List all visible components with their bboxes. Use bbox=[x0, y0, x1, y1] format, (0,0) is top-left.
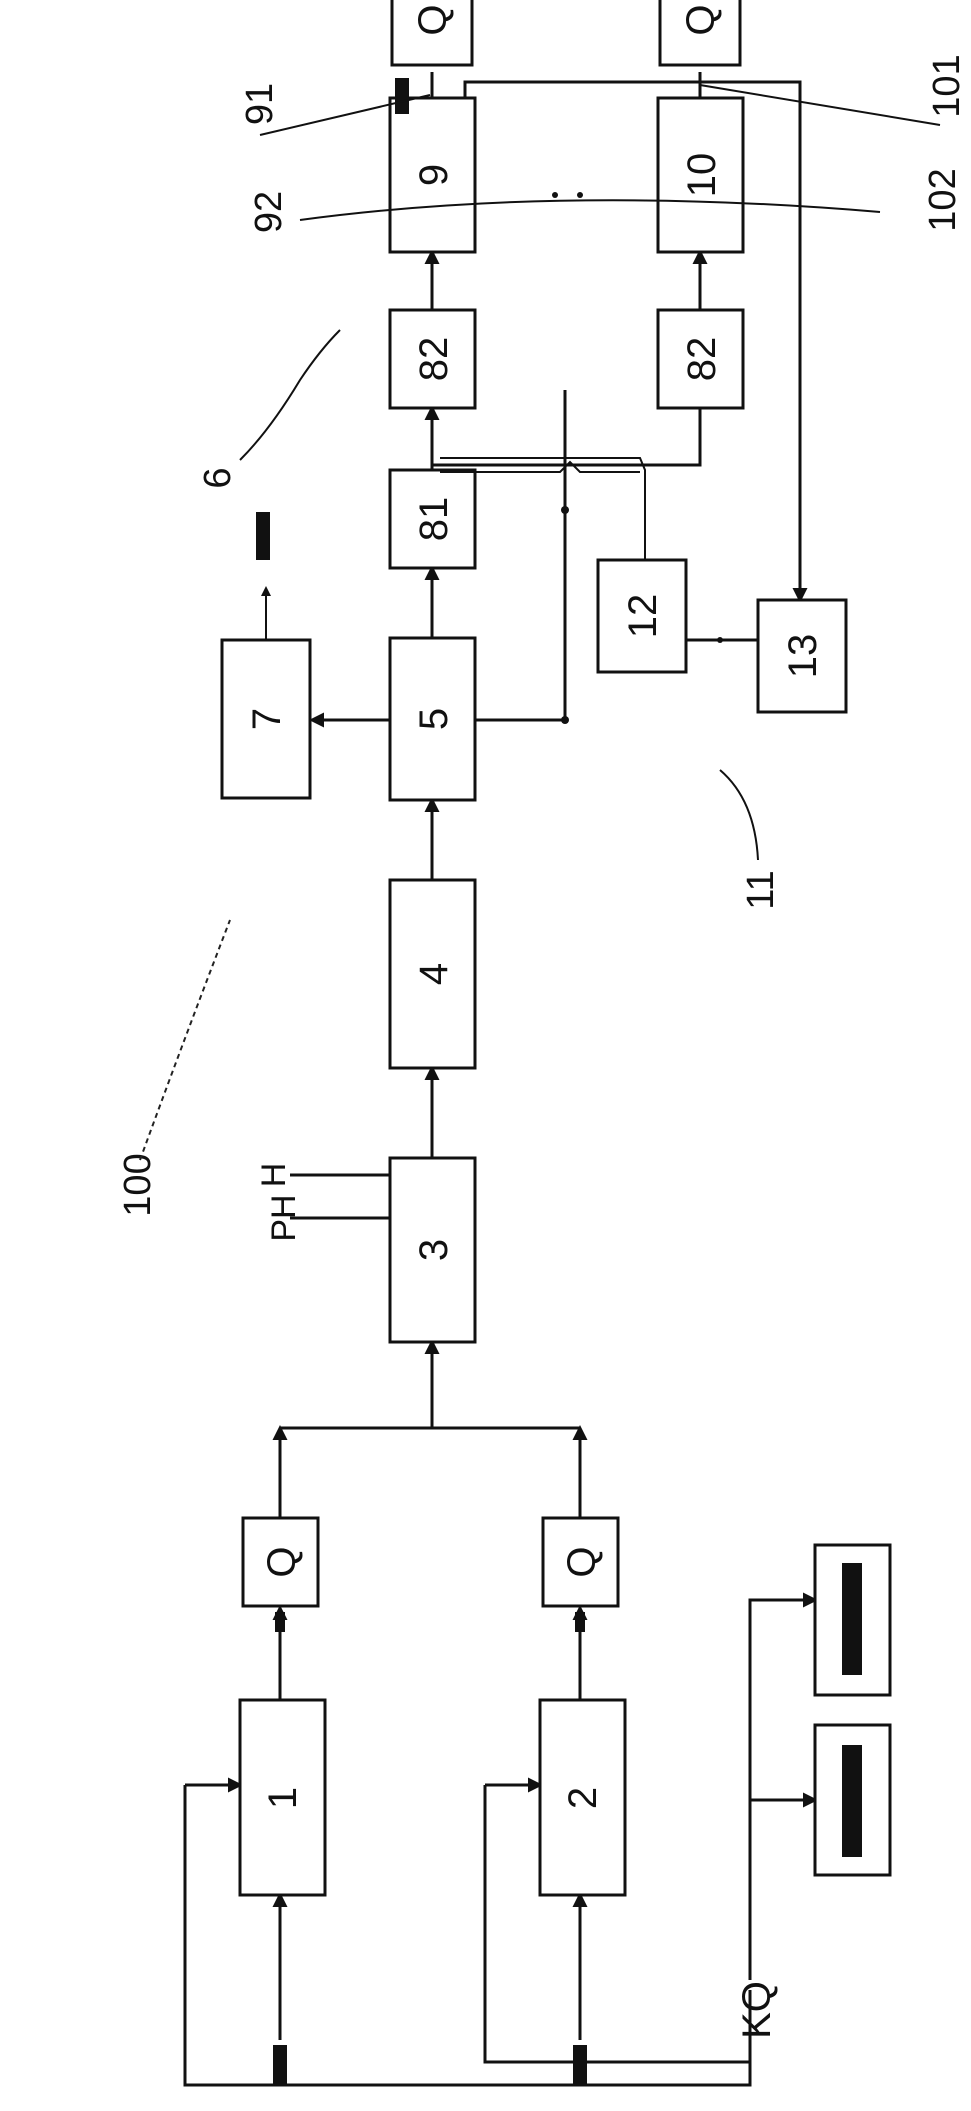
unit-12-box bbox=[596, 558, 688, 674]
flow-mark-1 bbox=[275, 1612, 285, 1632]
q-box-4 bbox=[658, 0, 742, 67]
cross-line-1 bbox=[432, 408, 702, 467]
unit-9-label: 9 bbox=[412, 164, 456, 186]
ref-6-leader bbox=[239, 329, 341, 461]
flow-mark-2 bbox=[575, 1612, 585, 1632]
sensor-box-1-text bbox=[842, 1745, 862, 1857]
ref-101: 101 bbox=[926, 54, 968, 117]
unit-10-box bbox=[656, 96, 745, 254]
unit-3-label: 3 bbox=[412, 1239, 456, 1261]
cross-line-2 bbox=[440, 457, 646, 560]
loop-line-outer bbox=[183, 1785, 752, 2087]
unit-10-label: 10 bbox=[680, 153, 724, 198]
unit-7-label: 7 bbox=[245, 708, 289, 730]
kq-label: KQ bbox=[735, 1981, 779, 2039]
input-text-2 bbox=[573, 2045, 587, 2085]
mid-line-92-102 bbox=[299, 199, 881, 221]
unit-5-label: 5 bbox=[412, 708, 456, 730]
sensor-box-2-text bbox=[842, 1563, 862, 1675]
kq-line bbox=[748, 1598, 780, 1980]
unit-1-label: 1 bbox=[261, 1787, 305, 1809]
ref-100-leader bbox=[139, 919, 231, 1161]
unit-13-label: 13 bbox=[781, 634, 825, 679]
ref-101-leader bbox=[699, 84, 941, 126]
ref-91: 91 bbox=[239, 83, 281, 125]
q-box-3 bbox=[390, 0, 474, 67]
unit-7-box bbox=[220, 638, 312, 800]
loop-line-inner bbox=[483, 1785, 750, 2064]
unit-82a-label: 82 bbox=[412, 337, 456, 382]
unit-7-output-text bbox=[256, 512, 270, 560]
unit-9-tag bbox=[395, 78, 409, 114]
unit-81-label: 81 bbox=[412, 497, 456, 542]
cross-line-3 bbox=[440, 460, 640, 473]
input-text-1 bbox=[273, 2045, 287, 2085]
q-box-2-label: Q bbox=[560, 1546, 604, 1577]
unit-2-box bbox=[538, 1698, 627, 1897]
unit-2-label: 2 bbox=[561, 1787, 605, 1809]
q-box-3-label: Q bbox=[411, 4, 455, 35]
ref-92: 92 bbox=[248, 191, 290, 233]
ref-6: 6 bbox=[197, 467, 239, 488]
unit-13-box bbox=[756, 598, 848, 714]
recirc-line-top bbox=[463, 80, 808, 603]
ref-11-leader bbox=[719, 769, 759, 861]
unit-1-box bbox=[238, 1698, 327, 1897]
unit-9-box bbox=[388, 96, 477, 254]
h-label: H bbox=[255, 1163, 293, 1188]
ref-11: 11 bbox=[740, 870, 782, 909]
q-box-1 bbox=[241, 1516, 320, 1608]
unit-3-box bbox=[388, 1156, 477, 1344]
ref-102: 102 bbox=[922, 168, 964, 231]
ph-label: PH bbox=[265, 1194, 303, 1241]
unit-4-label: 4 bbox=[412, 963, 456, 985]
q-box-4-label: Q bbox=[679, 4, 723, 35]
ref-91-leader bbox=[259, 94, 431, 136]
q-box-1-label: Q bbox=[260, 1546, 304, 1577]
ref-100: 100 bbox=[117, 1153, 159, 1216]
unit-4-box bbox=[388, 878, 477, 1070]
unit-12-label: 12 bbox=[621, 594, 665, 639]
unit-82a-box bbox=[388, 308, 477, 410]
unit-82b-label: 82 bbox=[680, 337, 724, 382]
